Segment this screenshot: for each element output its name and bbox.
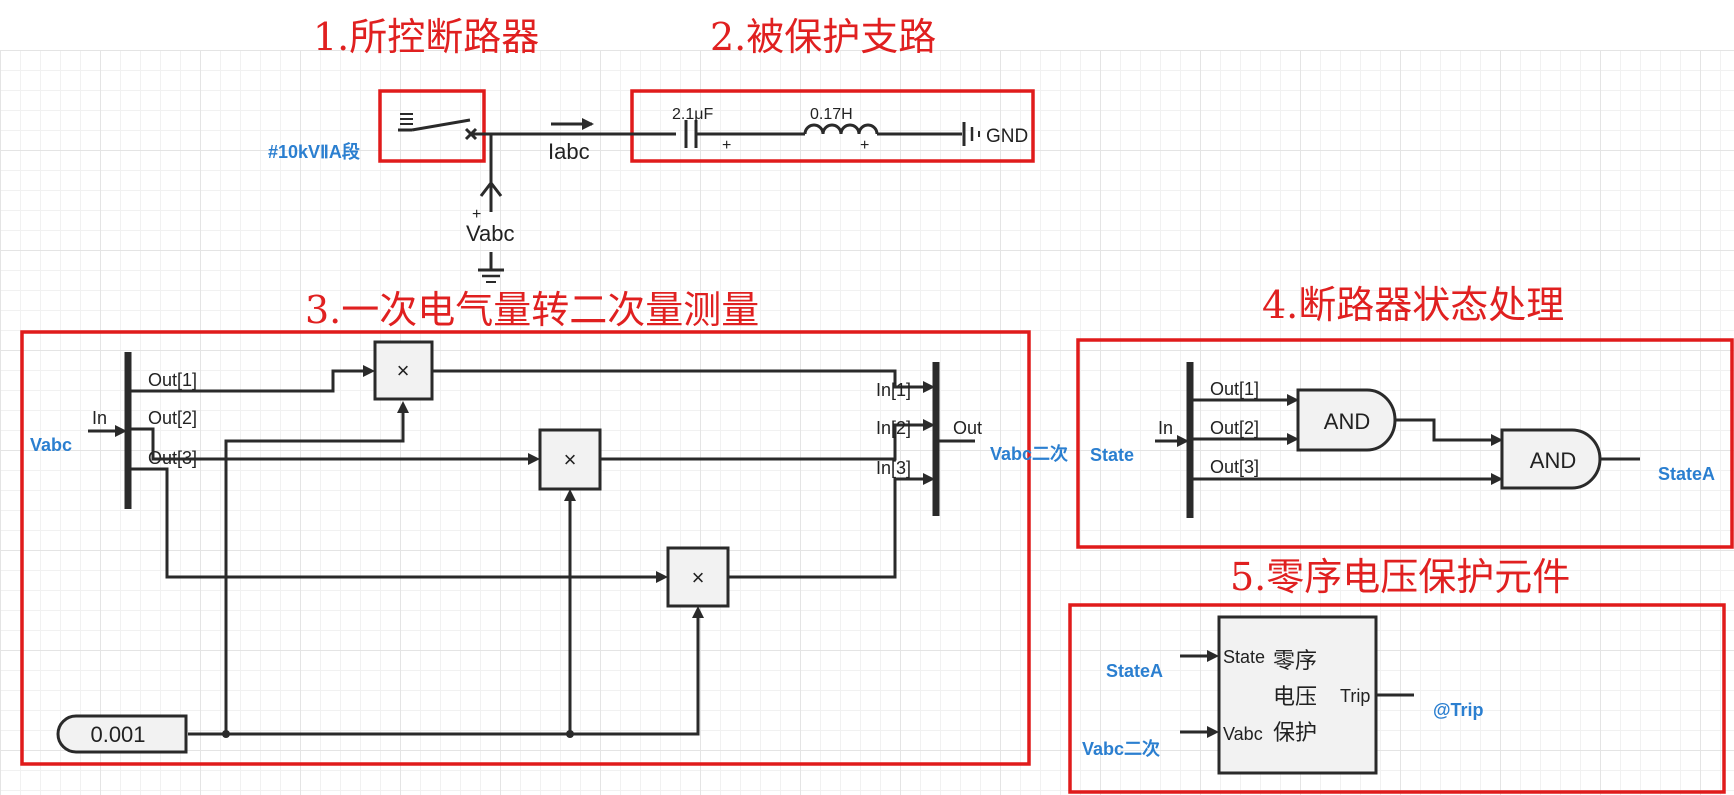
input-signal-vabc: Vabc	[30, 435, 72, 455]
multiply-icon: ×	[397, 358, 410, 383]
wire-m1-mux	[432, 369, 932, 389]
arrow-icon	[923, 473, 935, 485]
junction-dot	[566, 730, 574, 738]
arrow-icon	[692, 606, 704, 618]
capacitor-symbol[interactable]	[684, 120, 805, 148]
title-branch: 2.被保护支路	[710, 15, 936, 59]
voltage-plus: +	[472, 206, 481, 223]
arrow-icon	[1177, 435, 1189, 447]
demux-out1: Out[1]	[148, 370, 197, 390]
arrow-icon	[1207, 650, 1219, 662]
output-signal-vabc2: Vabc二次	[990, 443, 1068, 464]
input-signal-statea: StateA	[1106, 661, 1163, 681]
title-zero-seq-protection: 5.零序电压保护元件	[1230, 555, 1570, 599]
current-arrow-icon	[551, 118, 594, 130]
arrow-icon	[923, 419, 935, 431]
current-label: Iabc	[548, 139, 590, 164]
arrow-icon	[564, 489, 576, 501]
arrow-icon	[923, 381, 935, 393]
top-strip	[0, 0, 1734, 50]
arrow-icon	[1207, 726, 1219, 738]
mux-in2: In[2]	[876, 418, 911, 438]
gnd-label: GND	[986, 126, 1028, 147]
arrow-icon	[115, 425, 127, 437]
wire-const-m3	[570, 610, 700, 736]
output-signal-trip: @Trip	[1433, 700, 1484, 720]
and-gate-1[interactable]	[1296, 388, 1397, 452]
input-signal-state: State	[1090, 445, 1134, 465]
wire-out2	[131, 427, 537, 461]
arrow-icon	[1491, 473, 1503, 485]
inductor-symbol[interactable]	[803, 123, 962, 136]
wire-m3-mux	[728, 477, 932, 579]
and-gate-1-label: AND	[1324, 409, 1370, 434]
arrow-icon	[397, 401, 409, 413]
wire-const-m1	[188, 405, 405, 736]
constant-block[interactable]	[56, 714, 188, 754]
output-signal-statea: StateA	[1658, 464, 1715, 484]
arrow-icon	[528, 453, 540, 465]
wire-out3	[131, 467, 665, 579]
ground-icon	[962, 122, 980, 146]
title-breaker-state: 4.断路器状态处理	[1262, 283, 1564, 327]
junction-dot	[222, 730, 230, 738]
constant-value: 0.001	[90, 722, 145, 747]
arrow-icon	[1287, 394, 1299, 406]
port-trip: Trip	[1340, 686, 1370, 706]
and-gate-2-label: AND	[1530, 448, 1576, 473]
state-demux-in: In	[1158, 418, 1173, 438]
demux-in-label: In	[92, 408, 107, 428]
multiplier-2[interactable]	[538, 428, 602, 491]
capacitor-label: 2.1μF	[672, 106, 713, 123]
frame-measurement	[20, 330, 1031, 766]
mux-in3: In[3]	[876, 458, 911, 478]
arrow-icon	[1287, 433, 1299, 445]
protection-name-line1: 零序	[1273, 648, 1317, 673]
input-signal-vabc2: Vabc二次	[1082, 738, 1160, 759]
voltage-arrow-icon	[479, 180, 503, 197]
wire-m2-mux	[600, 423, 932, 461]
arrow-icon	[363, 365, 375, 377]
state-out3: Out[3]	[1210, 457, 1259, 477]
multiply-icon: ×	[564, 447, 577, 472]
arrow-icon	[1491, 434, 1503, 446]
protection-name-line2: 电压	[1273, 684, 1317, 709]
ground-icon	[478, 252, 504, 283]
protection-name-line3: 保护	[1273, 720, 1317, 745]
frame-breaker-state	[1076, 338, 1734, 549]
arrow-icon	[656, 571, 668, 583]
multiplier-3[interactable]	[666, 546, 730, 608]
title-breaker: 1.所控断路器	[313, 15, 539, 59]
and-gate-2[interactable]	[1500, 428, 1602, 490]
inductor-label: 0.17H	[810, 106, 853, 123]
frame-protection	[1068, 603, 1726, 794]
multiply-icon: ×	[692, 565, 705, 590]
breaker-symbol[interactable]	[398, 113, 478, 141]
demux-out2: Out[2]	[148, 408, 197, 428]
mux-out-label: Out	[953, 418, 982, 438]
voltage-label: Vabc	[466, 221, 515, 246]
state-out1: Out[1]	[1210, 379, 1259, 399]
frame-breaker	[378, 89, 486, 163]
wire-out1	[131, 369, 372, 393]
wire-const-m2	[226, 493, 572, 736]
wire-and1-and2	[1395, 418, 1500, 442]
inductor-plus: +	[860, 137, 869, 154]
capacitor-plus: +	[722, 137, 731, 154]
title-measurement: 3.一次电气量转二次量测量	[305, 288, 759, 332]
port-vabc: Vabc	[1223, 724, 1263, 744]
mux-in1: In[1]	[876, 380, 911, 400]
bus-label: #10kVⅡA段	[268, 141, 361, 162]
state-out2: Out[2]	[1210, 418, 1259, 438]
frame-branch	[630, 89, 1035, 163]
port-state: State	[1223, 647, 1265, 667]
multiplier-1[interactable]	[373, 340, 434, 401]
zero-seq-protection-block[interactable]	[1217, 615, 1378, 775]
